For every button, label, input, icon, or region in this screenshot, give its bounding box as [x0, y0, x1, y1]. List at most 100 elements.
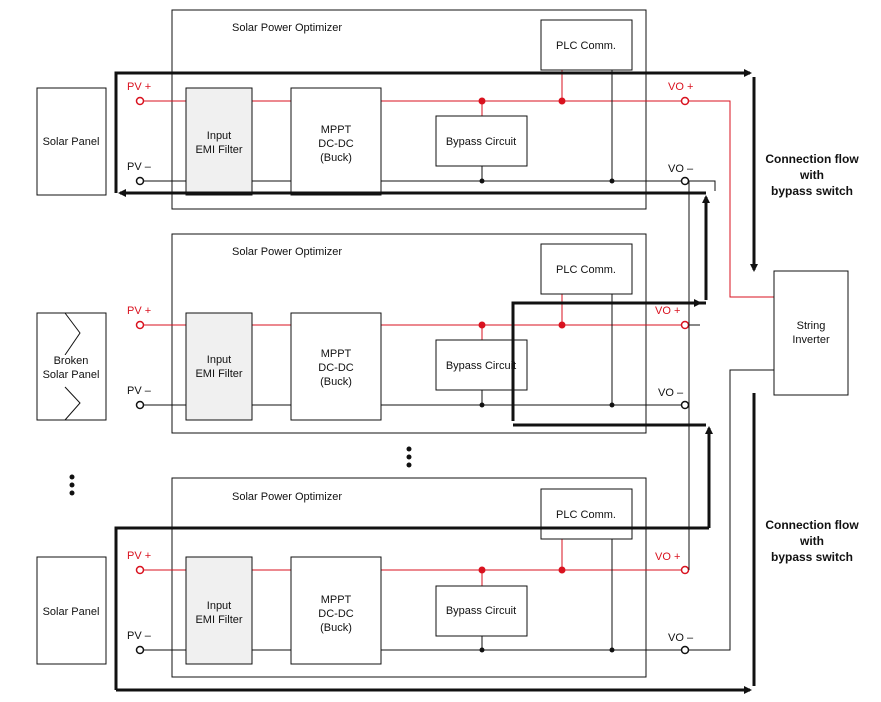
mppt-label-line1: MPPT [321, 594, 352, 606]
pv-minus-terminal [135, 176, 145, 186]
vo-plus-terminal [680, 96, 690, 106]
bypass-circuit-label: Bypass Circuit [446, 360, 516, 372]
vo-minus-label: VO – [668, 163, 694, 175]
flow-note-top-line2: with [799, 168, 824, 182]
ellipsis-dot [406, 446, 412, 452]
junction-dot [609, 402, 615, 408]
optimizer-unit-3: Solar Power Optimizer Solar Panel Input … [36, 477, 694, 678]
junction-dot [478, 97, 486, 105]
junction-dot [478, 566, 486, 574]
bypass-circuit-block [435, 585, 528, 637]
emi-filter-block [185, 312, 253, 421]
pv-plus-label: PV + [127, 550, 151, 562]
string-inverter [773, 270, 849, 396]
mppt-label-line3: (Buck) [320, 622, 352, 634]
mppt-label-line2: DC-DC [318, 362, 353, 374]
vo-plus-terminal [680, 565, 690, 575]
ellipsis-dot [406, 462, 412, 468]
junction-dot [558, 97, 566, 105]
flow-note-bottom-line1: Connection flow [765, 518, 859, 532]
vo-minus-terminal [680, 645, 690, 655]
bypass-circuit-label: Bypass Circuit [446, 136, 516, 148]
inverter-label-line1: String [797, 320, 826, 332]
emi-filter-label-line2: EMI Filter [195, 368, 242, 380]
mppt-block [290, 312, 382, 421]
junction-dot [479, 178, 485, 184]
flow-note-bottom-line2: with [799, 534, 824, 548]
ellipsis-dot [69, 474, 75, 480]
plc-comm-label: PLC Comm. [556, 264, 616, 276]
flow-note-bottom-line3: bypass switch [771, 550, 853, 564]
optimizer-title: Solar Power Optimizer [232, 491, 342, 503]
solar-panel [36, 556, 107, 665]
pv-plus-label: PV + [127, 81, 151, 93]
pv-plus-terminal [135, 96, 145, 106]
vo-plus-label: VO + [655, 551, 680, 563]
flow-bottom-left [114, 526, 709, 690]
optimizer-title: Solar Power Optimizer [232, 246, 342, 258]
ellipsis-dot [69, 490, 75, 496]
junction-dot [479, 647, 485, 653]
emi-filter-label-line1: Input [207, 354, 231, 366]
flow-arrow-top-out [114, 69, 752, 193]
plc-comm-block [540, 488, 633, 540]
vo-plus-label: VO + [655, 305, 680, 317]
pv-minus-terminal [135, 645, 145, 655]
emi-filter-label-line1: Input [207, 600, 231, 612]
plc-comm-block [540, 243, 633, 295]
bypass-circuit-block [435, 115, 528, 167]
junction-dot [558, 566, 566, 574]
vo-minus-terminal [680, 176, 690, 186]
mppt-label-line1: MPPT [321, 124, 352, 136]
plc-comm-label: PLC Comm. [556, 40, 616, 52]
broken-panel-label-line2: Solar Panel [43, 369, 100, 381]
ellipsis-dot [69, 482, 75, 488]
junction-dot [558, 321, 566, 329]
plc-comm-block [540, 19, 633, 71]
solar-panel-label: Solar Panel [43, 136, 100, 148]
emi-filter-block [185, 87, 253, 196]
pv-plus-terminal [135, 565, 145, 575]
mppt-label-line2: DC-DC [318, 138, 353, 150]
pv-minus-label: PV – [127, 630, 152, 642]
emi-filter-label-line1: Input [207, 130, 231, 142]
junction-dot [479, 402, 485, 408]
junction-dot [609, 647, 615, 653]
mppt-label-line3: (Buck) [320, 152, 352, 164]
flow-note-top-line3: bypass switch [771, 184, 853, 198]
emi-filter-label-line2: EMI Filter [195, 614, 242, 626]
pv-plus-terminal [135, 320, 145, 330]
inverter-negative-wire [689, 369, 774, 651]
inverter-positive-wire [689, 100, 774, 298]
vo-minus-terminal [680, 400, 690, 410]
inverter-label-line2: Inverter [792, 334, 830, 346]
emi-filter-label-line2: EMI Filter [195, 144, 242, 156]
solar-panel-label: Solar Panel [43, 606, 100, 618]
emi-filter-block [185, 556, 253, 665]
mppt-label-line1: MPPT [321, 348, 352, 360]
pv-minus-terminal [135, 400, 145, 410]
mppt-label-line3: (Buck) [320, 376, 352, 388]
pv-minus-label: PV – [127, 161, 152, 173]
bypass-circuit-label: Bypass Circuit [446, 605, 516, 617]
junction-dot [478, 321, 486, 329]
optimizer-unit-1: Solar Power Optimizer Solar Panel Input … [36, 9, 694, 210]
crack-mark [64, 312, 81, 421]
flow-note-top-line1: Connection flow [765, 152, 859, 166]
vo-plus-terminal [680, 320, 690, 330]
plc-comm-label: PLC Comm. [556, 509, 616, 521]
junction-dot [609, 178, 615, 184]
solar-panel [36, 87, 107, 196]
mppt-block [290, 87, 382, 196]
ellipsis-dot [406, 454, 412, 460]
optimizer-unit-2: Solar Power Optimizer Broken Solar Panel… [36, 233, 690, 434]
mppt-label-line2: DC-DC [318, 608, 353, 620]
pv-minus-label: PV – [127, 385, 152, 397]
pv-plus-label: PV + [127, 305, 151, 317]
vo-minus-label: VO – [668, 632, 694, 644]
optimizer-title: Solar Power Optimizer [232, 22, 342, 34]
vo-plus-label: VO + [668, 81, 693, 93]
vo-minus-label: VO – [658, 387, 684, 399]
broken-panel-label-line1: Broken [54, 355, 89, 367]
